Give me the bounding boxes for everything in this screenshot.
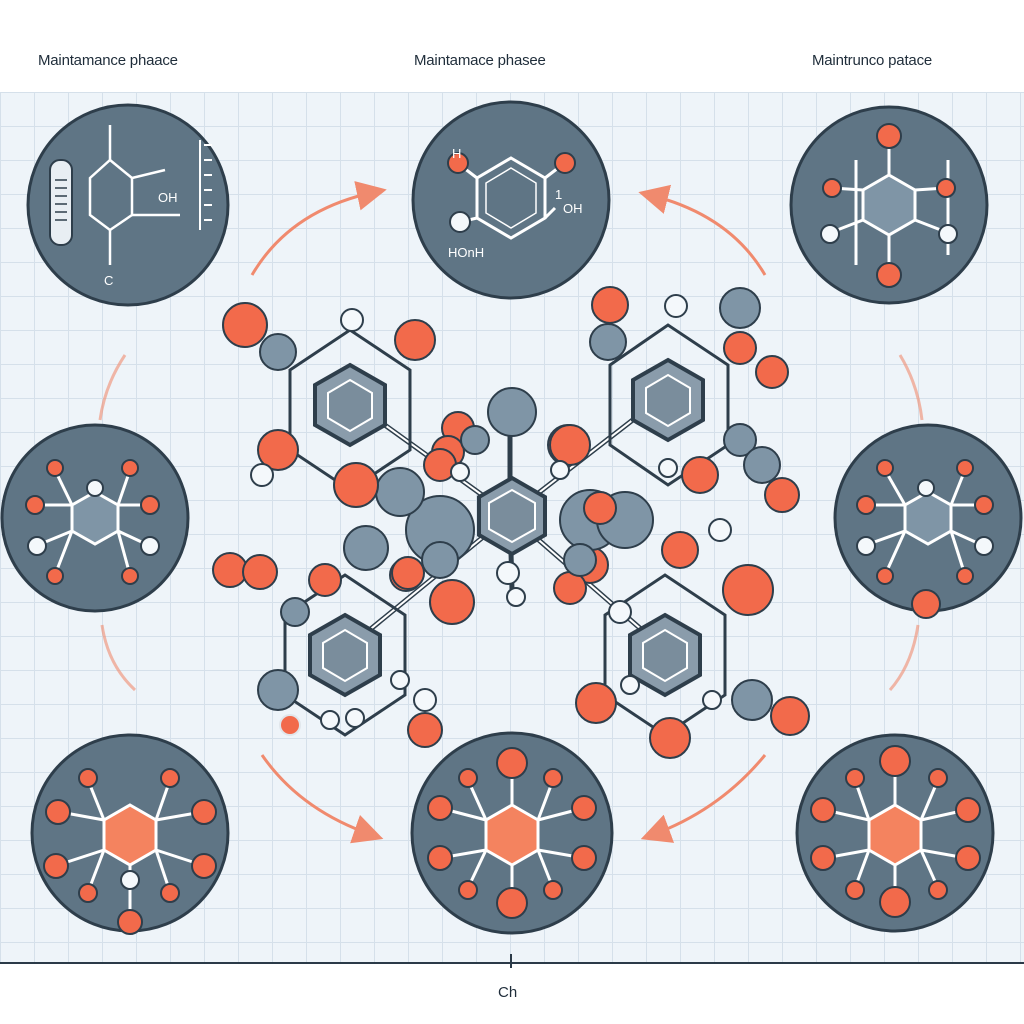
arrow-left-lower: [100, 624, 137, 692]
phase-title-left: Maintamance phaace: [38, 52, 178, 69]
arrow-top-left: [250, 181, 387, 276]
hexagon-cage-upper-left: [222, 302, 475, 492]
molecule-circle-bottom-center: [410, 731, 614, 935]
molecule-circle-middle-left: [0, 423, 190, 613]
label-hoh-center: HOnH: [448, 245, 484, 260]
cycle-arrows: [98, 181, 924, 844]
arrow-right-upper: [898, 354, 924, 421]
label-oh-left: OH: [158, 190, 178, 205]
central-core: [333, 387, 654, 625]
label-one-center: 1: [555, 187, 562, 202]
molecule-circle-top-right: [789, 105, 989, 305]
molecule-circle-top-center: H 1 OH HOnH: [411, 100, 611, 300]
arrow-bottom-right: [640, 754, 767, 843]
axis-tick: [510, 954, 512, 968]
molecule-circle-top-left: OH C: [26, 103, 230, 307]
label-h-top: H: [452, 146, 461, 161]
molecule-circle-bottom-right: [795, 733, 995, 933]
label-oh-center: OH: [563, 201, 583, 216]
axis-label: Ch: [498, 984, 518, 1001]
arrow-bottom-left: [260, 754, 384, 844]
molecule-circle-bottom-left: [30, 733, 230, 935]
molecule-circle-middle-right: [833, 423, 1023, 619]
baseline-axis: [0, 962, 1024, 964]
phase-title-right: Maintrunco patace: [812, 52, 933, 69]
label-c-left: C: [104, 273, 113, 288]
central-molecule: [212, 286, 810, 759]
hexagon-cage-upper-right: [547, 286, 800, 513]
phase-title-center: Maintamace phasee: [414, 52, 546, 69]
arrow-top-right: [638, 184, 767, 276]
arrow-left-upper: [98, 354, 127, 421]
hexagon-cage-lower-right: [553, 518, 810, 759]
arrow-right-lower: [888, 624, 920, 691]
